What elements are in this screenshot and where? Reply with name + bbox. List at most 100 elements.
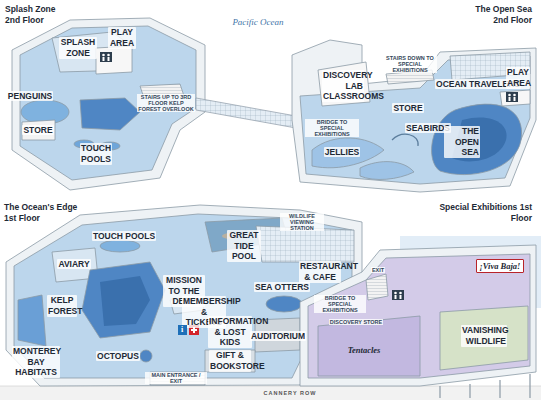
water-label: Pacific Ocean bbox=[231, 17, 284, 27]
exhibit-area: THE OPEN SEA bbox=[444, 126, 480, 158]
bridge bbox=[196, 98, 296, 128]
restroom-icon bbox=[100, 52, 112, 62]
exhibit-label: OCTOPUS bbox=[97, 351, 139, 362]
splash-zone-building bbox=[80, 98, 140, 130]
map-note: STAIRS DOWN TO SPECIAL EXHIBITIONS bbox=[383, 55, 437, 73]
exhibit-area: KELP FOREST bbox=[47, 295, 77, 316]
restroom-icon bbox=[108, 57, 110, 61]
exhibit-area: SEA OTTERS bbox=[254, 282, 310, 293]
info-icon: i bbox=[178, 325, 187, 335]
exhibit-label: VANISHING WILDLIFE bbox=[462, 325, 506, 346]
restroom-icon bbox=[508, 94, 511, 97]
street bbox=[0, 386, 541, 400]
floor-heading: The Ocean's Edge 1st Floor bbox=[4, 202, 88, 223]
exhibit-label: PENGUINS bbox=[8, 91, 52, 102]
splash-zone-building bbox=[22, 120, 55, 140]
restroom-icon bbox=[399, 292, 402, 295]
oceans-edge-building bbox=[82, 262, 165, 338]
floor-heading: Splash Zone 2nd Floor bbox=[5, 4, 69, 25]
exhibit-label: GREAT TIDE POOL bbox=[228, 230, 260, 262]
open-sea-building bbox=[360, 162, 414, 180]
exhibit-label: SPLASH ZONE bbox=[60, 37, 96, 58]
exhibit-label: STORE bbox=[393, 103, 422, 114]
restroom-icon bbox=[509, 97, 511, 101]
exhibit-area: INFORMATION & LOST KIDS bbox=[208, 316, 252, 348]
special-exhibitions-building bbox=[300, 245, 536, 398]
exhibit-label: TOUCH POOLS bbox=[93, 231, 155, 242]
exhibit-area: PENGUINS bbox=[7, 91, 53, 102]
restroom-icon bbox=[400, 295, 402, 299]
exhibit-area: TOUCH POOLS bbox=[92, 231, 156, 242]
exhibit-area: SPLASH ZONE bbox=[59, 37, 97, 58]
exhibit-area: OCTOPUS bbox=[96, 351, 140, 362]
first-aid-icon bbox=[191, 329, 197, 331]
map-note: BRIDGE TO SPECIAL EXHIBITIONS bbox=[305, 119, 359, 137]
exhibit-label: KELP FOREST bbox=[48, 295, 76, 316]
map-note: MAIN ENTRANCE / EXIT bbox=[145, 372, 207, 384]
exhibit-area: VANISHING WILDLIFE bbox=[461, 325, 507, 346]
exhibit-area: RESTAURANT & CAFE bbox=[299, 261, 341, 282]
exhibit-label: STORE bbox=[23, 125, 52, 136]
exhibit-area: PLAY AREA bbox=[108, 27, 136, 48]
exhibit-label: ¡Viva Baja! bbox=[480, 261, 521, 272]
exhibit-label: INFORMATION & LOST KIDS bbox=[209, 316, 251, 348]
oceans-edge-building bbox=[100, 276, 150, 326]
splash-zone-building bbox=[12, 18, 205, 190]
restroom-icon bbox=[103, 57, 105, 61]
restroom-icon bbox=[107, 54, 110, 57]
exhibit-area: GIFT & BOOKSTORE bbox=[209, 350, 251, 371]
exhibit-area: STORE bbox=[392, 103, 423, 114]
street-label: CANNERY ROW bbox=[263, 390, 318, 396]
exhibit-label: SEA OTTERS bbox=[255, 282, 309, 293]
restroom-icon bbox=[506, 92, 518, 102]
exhibit-label: PLAY AREA bbox=[109, 27, 135, 48]
special-exhibitions-building bbox=[300, 245, 536, 386]
special-exhibitions-building bbox=[366, 274, 388, 300]
street bbox=[0, 386, 541, 400]
floor-heading: Special Exhibitions 1st Floor bbox=[432, 202, 532, 223]
restroom-icon bbox=[395, 295, 397, 299]
open-sea-building bbox=[292, 40, 536, 192]
restroom-icon bbox=[394, 292, 397, 295]
open-sea-building bbox=[392, 134, 418, 146]
exhibit-area: STORE bbox=[22, 125, 53, 136]
restroom-icon bbox=[392, 290, 404, 300]
exhibit-area: AUDITORIUM bbox=[250, 331, 306, 342]
exhibit-area: PLAY AREA bbox=[506, 67, 530, 88]
exhibit-label: PLAY AREA bbox=[507, 67, 529, 88]
exhibit-label: MONTEREY BAY HABITATS bbox=[13, 346, 59, 378]
special-exhibitions-building bbox=[318, 316, 420, 376]
exhibit-area: TOUCH POOLS bbox=[80, 143, 112, 164]
splash-zone-building bbox=[96, 46, 132, 74]
exhibit-area: ¡Viva Baja! bbox=[476, 259, 525, 274]
exhibit-label: AVIARY bbox=[58, 259, 89, 270]
restroom-icon bbox=[513, 94, 516, 97]
open-sea-building bbox=[500, 90, 530, 106]
restroom-icon bbox=[100, 52, 518, 300]
special-exhibitions-building bbox=[440, 374, 530, 398]
exhibit-label: Tentacles bbox=[348, 345, 381, 356]
oceans-edge-building bbox=[18, 295, 46, 346]
oceans-edge-building bbox=[100, 240, 140, 252]
special-exhibitions-building bbox=[308, 254, 530, 378]
map-note: BRIDGE TO SPECIAL EXHIBITIONS bbox=[314, 295, 366, 313]
exhibit-label: AUDITORIUM bbox=[251, 331, 305, 342]
map-note: DISCOVERY STORE bbox=[329, 319, 383, 325]
restroom-icon bbox=[514, 97, 516, 101]
exhibit-area: GREAT TIDE POOL bbox=[227, 230, 261, 262]
open-sea-building bbox=[318, 62, 370, 106]
exhibit-label: JELLIES bbox=[325, 147, 359, 158]
exhibit-label: RESTAURANT & CAFE bbox=[300, 261, 340, 282]
exhibit-label: TOUCH POOLS bbox=[81, 143, 111, 164]
oceans-edge-building bbox=[140, 350, 152, 362]
open-sea-building bbox=[292, 40, 536, 192]
exhibit-label: DISCOVERY LAB CLASSROOMS bbox=[323, 70, 363, 102]
splash-zone-building bbox=[12, 18, 205, 190]
oceans-edge-building bbox=[266, 296, 302, 312]
floor-heading: The Open Sea 2nd Floor bbox=[460, 4, 532, 25]
map-note: EXIT bbox=[371, 267, 385, 273]
exhibit-area: Tentacles bbox=[347, 345, 382, 356]
bridge bbox=[196, 98, 296, 128]
splash-zone-building bbox=[20, 26, 196, 180]
